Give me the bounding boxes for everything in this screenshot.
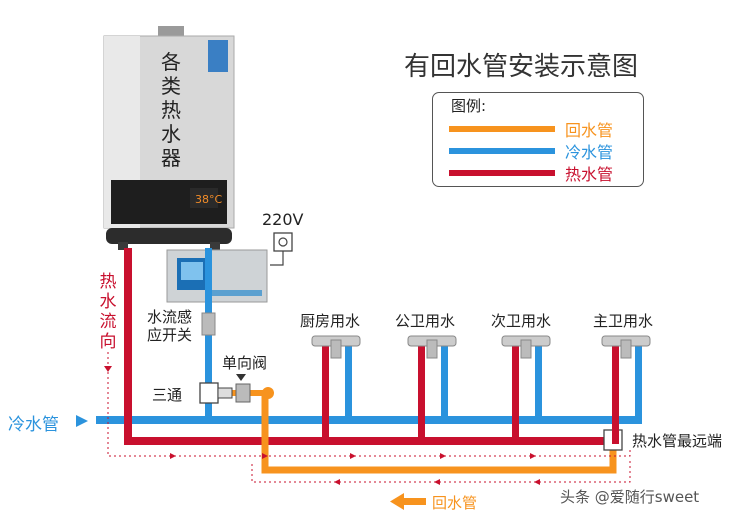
fixture-public-bath: 公卫用水 (395, 312, 456, 330)
hot-riser (124, 248, 132, 444)
legend-item-cold: 冷水管 (449, 139, 639, 162)
heater-display: 38°C (195, 193, 222, 206)
cold-inlet-label: 冷水管 (8, 415, 59, 435)
fixture-kitchen: 厨房用水 (300, 312, 361, 330)
legend-item-return: 回水管 (449, 117, 639, 140)
legend-header: 图例: (451, 97, 487, 115)
power-label: 220V (262, 210, 304, 229)
hot-flow-dotted-path (107, 352, 631, 483)
cold-water-pipe (96, 416, 642, 424)
flow-switch (201, 312, 216, 336)
cold-inlet-arrow (76, 415, 88, 427)
fixture-master-bath: 主卫用水 (593, 312, 654, 330)
fixture-risers (322, 340, 642, 444)
heater-label: 各类热水器 (161, 50, 181, 170)
diagram-title: 有回水管安装示意图 (404, 52, 639, 82)
faucets (311, 335, 651, 359)
far-end-label: 热水管最远端 (632, 432, 723, 450)
check-valve-label: 单向阀 (222, 354, 268, 372)
flow-switch-label: 水流感 应开关 (147, 308, 193, 344)
fixture-second-bath: 次卫用水 (491, 312, 552, 330)
legend-swatch-return (449, 126, 555, 132)
power-socket (270, 232, 293, 266)
water-heater: 38°C (103, 26, 235, 250)
tee-label: 三通 (152, 386, 183, 404)
hot-water-pipe (124, 437, 612, 445)
hot-flow-label: 热水流向 (99, 272, 117, 352)
tee-and-check-valve (199, 374, 251, 404)
return-pipe-label: 回水管 (432, 494, 478, 512)
legend-label-return: 回水管 (565, 121, 614, 140)
legend-box: 图例: 回水管 冷水管 热水管 (432, 92, 644, 187)
legend-swatch-hot (449, 170, 555, 176)
watermark: 头条 @爱随行sweet (560, 488, 700, 506)
legend-label-hot: 热水管 (565, 165, 614, 184)
flow-arrows (104, 366, 540, 485)
controller-box (166, 249, 268, 303)
legend-label-cold: 冷水管 (565, 143, 614, 162)
legend-item-hot: 热水管 (449, 161, 639, 184)
return-arrow (390, 493, 426, 510)
legend-swatch-cold (449, 148, 555, 154)
